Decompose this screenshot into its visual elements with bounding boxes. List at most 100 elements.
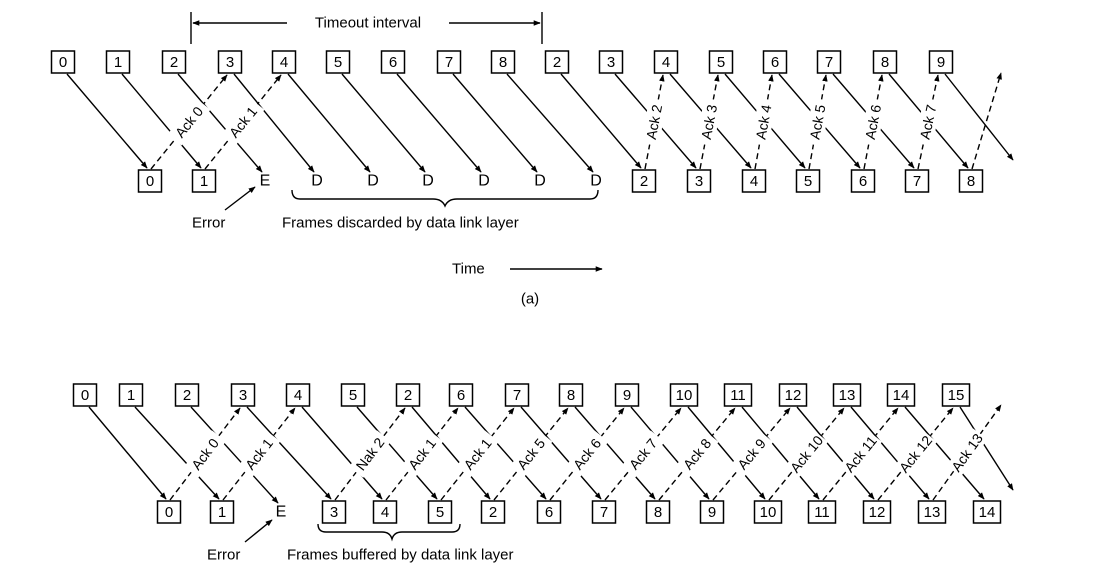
a-ack-path [808,74,828,170]
b-frame-path [520,406,602,500]
b-sender-frame-label: 13 [839,387,856,404]
a-sender-frame-label: 5 [334,54,342,71]
b-frame-path [574,406,656,500]
time-label: Time [452,261,485,278]
a-sender-frame: 3 [598,50,624,74]
a-sender-frame-label: 3 [226,54,234,71]
b-receiver-frame: 4 [372,500,398,524]
b-receiver-frame-label: 8 [654,504,662,521]
a-ack-label: Ack 2 [643,103,665,141]
b-sender-frame-label: 7 [513,387,521,404]
b-receiver-frame: 11 [807,500,837,524]
b-receiver-frame-label: 9 [708,504,716,521]
b-frame-path [190,406,279,504]
a-frame-path [177,73,263,173]
b-sender-frame-label: 0 [81,387,89,404]
a-sender-frame-label: 7 [825,54,833,71]
b-receiver-frame-label: 3 [330,504,338,521]
b-frame-path [134,406,220,500]
b-sender-frame: 13 [832,383,862,407]
a-frame-path [287,73,371,173]
a-error-pointer [224,186,256,211]
b-ack-label: Ack 13 [948,430,986,474]
b-frame-path [356,406,438,500]
b-sender-frame: 5 [340,383,366,407]
b-receiver-frame-label: 10 [760,504,777,521]
a-receiver-mark: E [260,173,271,190]
b-receiver-frame-label: 11 [814,504,830,521]
a-sender-frame: 8 [872,50,898,74]
a-receiver-frame-label: 6 [859,173,867,190]
b-buffer-label: Frames buffered by data link layer [287,547,514,564]
a-frame-path [121,73,202,169]
b-error-pointer [244,519,273,543]
b-sender-frame-label: 6 [457,387,465,404]
a-receiver-frame-label: 7 [913,173,921,190]
b-sender-frame: 6 [448,383,474,407]
b-sender-frame-label: 14 [893,387,910,404]
a-receiver-frame: 4 [741,169,767,193]
a-frame-path [506,73,594,173]
b-receiver-frame-label: 14 [979,504,996,521]
b-sender-frame: 11 [723,383,753,407]
b-receiver-frame-label: 0 [165,504,173,521]
a-sender-frame-label: 8 [499,54,507,71]
b-receiver-frame-label: 6 [545,504,553,521]
b-sender-frame: 2 [395,383,421,407]
b-frame-path [411,406,491,500]
b-receiver-frame: 1 [209,500,235,524]
b-receiver-frame: 12 [862,500,892,524]
a-sender-frame: 7 [816,50,842,74]
a-receiver-frame: 6 [850,169,876,193]
a-sender-frame-label: 4 [280,54,288,71]
b-sender-frame: 4 [285,383,311,407]
b-frame-path [88,406,167,500]
a-ack-path [644,74,665,170]
b-frame-path [301,406,383,500]
a-sender-frame: 2 [544,50,570,74]
b-receiver-frame: 13 [917,500,947,524]
caption-a: (a) [521,291,539,308]
a-sender-frame: 8 [490,50,516,74]
b-frame-path [687,406,766,500]
b-receiver-frame: 10 [753,500,783,524]
b-sender-frame: 2 [174,383,200,407]
a-sender-frame-label: 3 [607,54,615,71]
a-discard-label: Frames discarded by data link layer [282,215,519,232]
a-sender-frame-label: 7 [445,54,453,71]
b-receiver-frame-label: 4 [381,504,389,521]
a-sender-frame-label: 1 [114,54,122,71]
b-sender-frame-label: 12 [785,387,802,404]
a-frame-path [341,73,426,173]
a-sender-frame: 7 [436,50,462,74]
b-receiver-frame: 7 [591,500,617,524]
a-sender-frame-label: 8 [881,54,889,71]
a-sender-frame-label: 6 [389,54,397,71]
a-sender-frame: 6 [380,50,406,74]
b-receiver-frame-label: 12 [869,504,886,521]
b-receiver-frame: 9 [699,500,725,524]
b-error-label: Error [207,547,240,564]
b-sender-frame-label: 9 [623,387,631,404]
b-receiver-frame: 3 [321,500,347,524]
b-sender-frame-label: 1 [127,387,135,404]
a-sender-frame-label: 5 [717,54,725,71]
b-frame-path [850,406,930,500]
a-ack-path [754,74,774,170]
a-sender-frame: 2 [161,50,187,74]
b-sender-frame-label: 5 [349,387,357,404]
a-receiver-mark: D [534,173,546,190]
a-ack-label: Ack 5 [807,103,829,141]
a-receiver-mark: D [311,173,323,190]
a-discard-brace [291,189,599,208]
a-frame-path [452,73,538,173]
b-frame-path [630,406,710,500]
b-sender-frame: 10 [669,383,699,407]
b-sender-frame: 9 [614,383,640,407]
a-receiver-frame: 2 [631,169,657,193]
a-ack-label: Ack 4 [753,103,775,141]
